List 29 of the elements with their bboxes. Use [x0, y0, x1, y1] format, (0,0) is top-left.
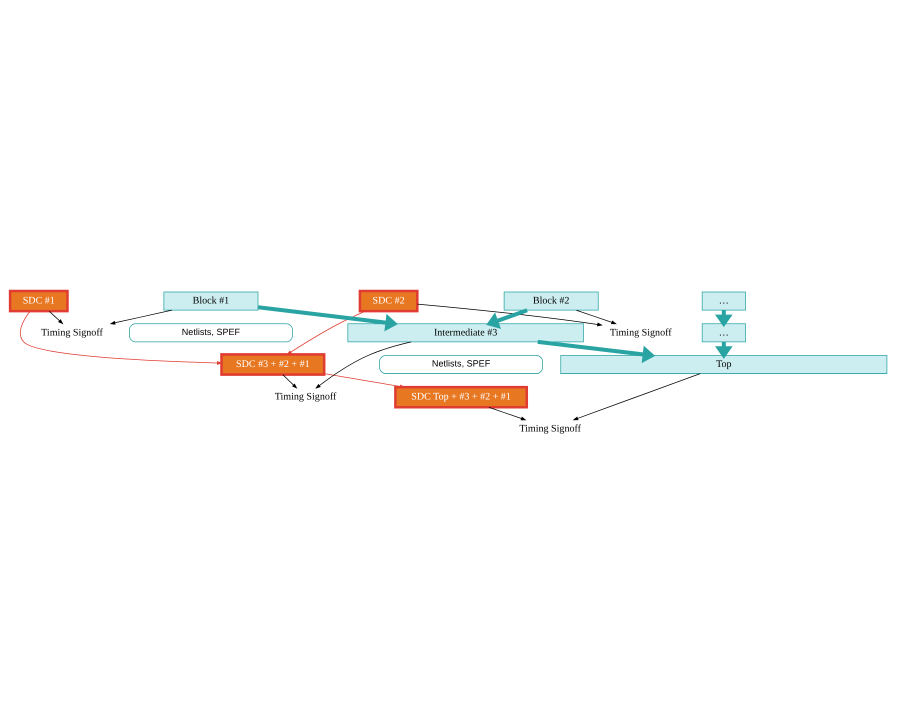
- arrow: [417, 303, 603, 326]
- arrow: [110, 309, 172, 324]
- node-box: SDC #1: [8, 289, 69, 312]
- node-box: SDC #3 + #2 + #1: [220, 352, 326, 376]
- node-box: Netlists, SPEF: [129, 322, 293, 342]
- node-box: Block #1: [163, 291, 258, 310]
- arrow: [572, 372, 701, 420]
- node-text: Timing Signoff: [274, 391, 336, 402]
- node-box: …: [702, 291, 746, 310]
- arrow: [576, 309, 617, 324]
- arrow: [324, 372, 406, 388]
- arrow: [486, 308, 528, 328]
- node-box: Netlists, SPEF: [379, 354, 543, 374]
- node-box: Top: [560, 354, 888, 374]
- node-text: Timing Signoff: [41, 326, 103, 338]
- node-box: SDC #2: [358, 289, 419, 312]
- arrow: [315, 340, 412, 388]
- node-text: Timing Signoff: [519, 422, 582, 434]
- arrow: [537, 339, 656, 363]
- arrow: [258, 304, 398, 331]
- arrow: [20, 310, 223, 364]
- arrow: [48, 310, 64, 324]
- node-box: …: [702, 322, 746, 342]
- arrow: [282, 374, 298, 388]
- arrow: [488, 406, 526, 420]
- node-box: Block #2: [504, 291, 599, 310]
- arrow: [286, 310, 366, 355]
- node-text: Timing Signoff: [610, 326, 672, 338]
- node-box: Intermediate #3: [347, 322, 584, 342]
